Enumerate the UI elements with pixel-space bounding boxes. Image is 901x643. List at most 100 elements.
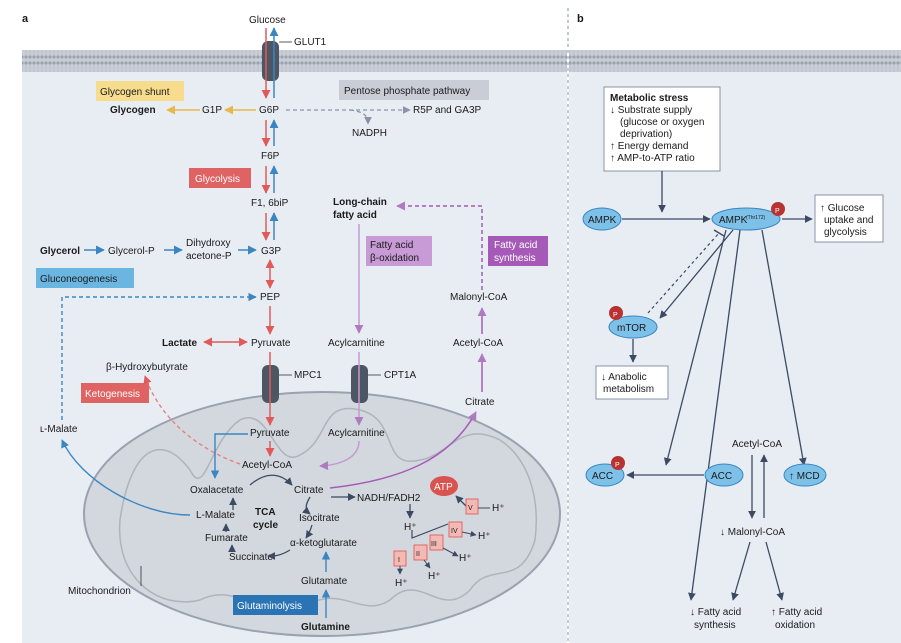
mito-citrate-label: Citrate (294, 485, 324, 496)
anabolic-line1: ↓ Anabolic (601, 372, 647, 383)
b-acetyl-coa-label: Acetyl-CoA (732, 439, 782, 450)
glucose-out-line3: glycolysis (824, 227, 867, 238)
glut1-transporter (262, 41, 279, 81)
f6p-label: F6P (261, 151, 280, 162)
glucose-uptake-box (814, 194, 884, 243)
mcd-label: ↑ MCD (789, 471, 820, 482)
glucose-label: Glucose (249, 15, 286, 26)
plasma-membrane-b (569, 50, 901, 72)
ampk-label: AMPK (588, 215, 617, 226)
b-malonyl-label: ↓ Malonyl-CoA (720, 527, 785, 538)
acc-p-node (585, 463, 625, 487)
l-malate-out-label: ʟ-Malate (40, 424, 78, 435)
anabolic-line2: metabolism (603, 384, 654, 395)
complex-ii-label: II (416, 551, 420, 558)
nadph-label: NADPH (352, 128, 387, 139)
h-label-5: H⁺ (428, 571, 441, 582)
fao-label-line2: β-oxidation (370, 253, 419, 264)
ampk-p-label: AMPK (719, 215, 748, 226)
anabolic-box (595, 365, 669, 400)
glutamine-label: Glutamine (301, 622, 350, 633)
ppp-label: Pentose phosphate pathway (344, 86, 470, 97)
complex-i (393, 550, 407, 567)
fas-box (488, 236, 548, 266)
malonyl-coa-label: Malonyl-CoA (450, 292, 508, 303)
glucose-out-line2: uptake and (824, 215, 874, 226)
oxaloacetate-label: Oxalacetate (190, 485, 244, 496)
l-malate-label: L-Malate (196, 510, 235, 521)
glycolysis-label: Glycolysis (195, 174, 240, 185)
complex-iv (448, 521, 463, 538)
fas-label-line2: synthesis (494, 253, 536, 264)
complex-v-label: V (468, 505, 473, 512)
complex-iv-label: IV (451, 528, 458, 535)
ampk-phospho (771, 202, 785, 216)
isocitrate-label: Isocitrate (299, 513, 340, 524)
citrate-cyto-label: Citrate (465, 397, 495, 408)
glutaminolysis-label: Glutaminolysis (237, 601, 302, 612)
f16bip-label: F1, 6biP (251, 198, 289, 209)
acc-p-label: ACC (592, 471, 613, 482)
fas-label-line1: Fatty acid (494, 240, 537, 251)
acylcarnitine-label: Acylcarnitine (328, 338, 385, 349)
fumarate-label: Fumarate (205, 533, 248, 544)
h-label-4: H⁺ (459, 553, 472, 564)
ketogenesis-label: Ketogenesis (85, 389, 140, 400)
g3p-label: G3P (261, 246, 281, 257)
cpt1a-label: CPT1A (384, 370, 417, 381)
fao-label-line1: Fatty acid (370, 240, 413, 251)
ampk-site-label: (Thr172) (746, 215, 766, 221)
h-label-2: H⁺ (492, 503, 505, 514)
acetyl-coa-cyto-label: Acetyl-CoA (453, 338, 503, 349)
r5p-label: R5P and GA3P (413, 105, 482, 116)
ampk-thr172-node (711, 207, 781, 231)
complex-i-label: I (398, 557, 400, 564)
metabolic-stress-box (603, 86, 721, 172)
dhap-label-line2: acetone-P (186, 251, 232, 262)
dhap-label-line1: Dihydroxy (186, 238, 230, 249)
mtor-label: mTOR (617, 323, 646, 334)
stress-line1: ↓ Substrate supply (610, 105, 692, 116)
glucose-out-line1: ↑ Glucose (820, 203, 865, 214)
tca-label-line2: cycle (253, 520, 278, 531)
mito-acylcarnitine-label: Acylcarnitine (328, 428, 385, 439)
mtor-node (608, 315, 658, 339)
stress-line5: ↑ AMP-to-ATP ratio (610, 153, 695, 164)
mtor-phospho-label: P (613, 312, 618, 319)
h-label-3: H⁺ (478, 531, 491, 542)
succinate-label: Succinate (229, 552, 273, 563)
mito-glutamate-label: Glutamate (301, 576, 348, 587)
stress-title: Metabolic stress (610, 93, 689, 104)
mito-acetyl-coa-label: Acetyl-CoA (242, 460, 292, 471)
lcfa-label-line1: Long-chain (333, 197, 387, 208)
complex-iii (429, 534, 444, 551)
ketogenesis-box (81, 383, 149, 403)
akg-label: α-ketoglutarate (290, 538, 357, 549)
stress-line2: (glucose or oxygen (620, 117, 705, 128)
mtor-phospho (609, 306, 623, 320)
plasma-membrane (22, 50, 567, 72)
lcfa-label-line2: fatty acid (333, 210, 377, 221)
pyruvate-label: Pyruvate (251, 338, 291, 349)
complex-ii (413, 544, 428, 561)
panel-b-label: b (577, 13, 584, 25)
fao-box (366, 236, 432, 266)
mpc1-label: MPC1 (294, 370, 322, 381)
g1p-label: G1P (202, 105, 222, 116)
b-fas-line1: ↓ Fatty acid (690, 607, 741, 618)
lactate-label: Lactate (162, 338, 197, 349)
gluconeogenesis-label: Gluconeogenesis (40, 274, 117, 285)
glut1-label: GLUT1 (294, 37, 327, 48)
ppp-box (339, 80, 489, 100)
h-label-6: H⁺ (395, 578, 408, 589)
h-label-1: H⁺ (404, 522, 417, 533)
glycogen-shunt-label: Glycogen shunt (100, 87, 170, 98)
complex-iii-label: III (431, 541, 437, 548)
glycerol-p-label: Glycerol-P (108, 246, 155, 257)
glycogen-shunt-box (96, 81, 184, 101)
stress-line3: deprivation) (620, 129, 672, 140)
mitochondrion (83, 391, 561, 637)
atp-label: ATP (434, 482, 453, 493)
